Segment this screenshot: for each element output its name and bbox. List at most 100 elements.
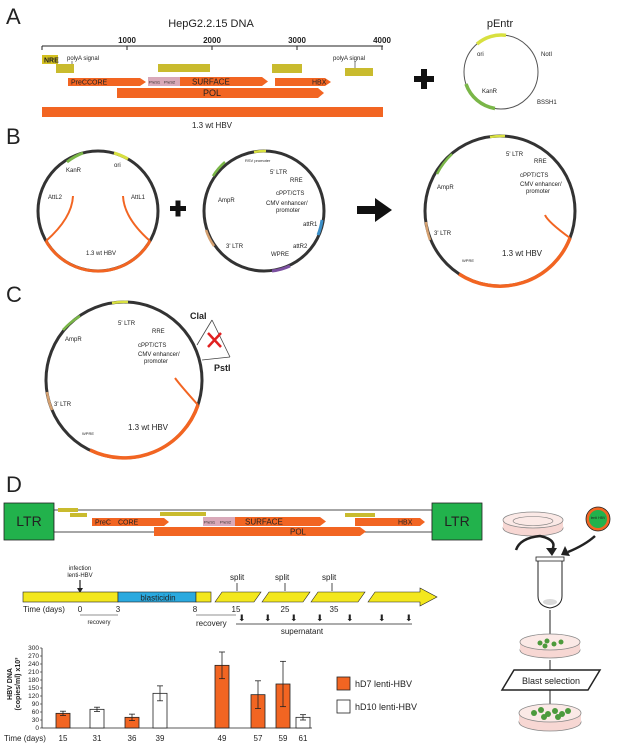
y-tick-label: 210 [28, 669, 39, 676]
curved-arrow-right-icon [567, 535, 596, 554]
prec-label: PreC [71, 80, 87, 87]
svg-text:⬇: ⬇ [346, 613, 354, 623]
b-mid-rre: RRE [290, 178, 303, 184]
curved-arrow-head-1 [546, 548, 557, 556]
d-yellow-2 [70, 513, 87, 517]
b-mid-cppt: cPPT/CTS [276, 191, 304, 197]
pres-box [148, 77, 180, 86]
svg-text:⬇: ⬇ [316, 613, 324, 623]
ltr-right-box [431, 502, 483, 541]
b-mid-rsv: RSV promoter [245, 158, 271, 163]
svg-text:⬇: ⬇ [264, 613, 272, 623]
b-mid-ampr: AmpR [218, 198, 235, 204]
d-hbx-arrow [355, 518, 425, 526]
pres2-label: PreS2 [164, 80, 176, 85]
nre-box [42, 55, 58, 64]
pentr-bssh-label: BSSH1 [537, 100, 557, 106]
chart-ylabel-2: (copies/ml) x10³ [15, 657, 22, 711]
pol-arrow [117, 88, 324, 98]
pentr-plasmid [463, 33, 539, 111]
ruler-tick-1000: 1000 [118, 36, 136, 45]
hbx-arrow [275, 78, 331, 86]
time-0: 0 [78, 605, 83, 614]
blast-selection-box [500, 669, 602, 691]
legend-swatch-hd7 [336, 676, 351, 691]
pentr-kanr-label: KanR [482, 89, 498, 95]
b-left-attl1: AttL1 [131, 195, 146, 201]
pol-label: POL [203, 88, 221, 98]
y-tick-label: 240 [28, 661, 39, 668]
wt-hbv-bar [42, 107, 383, 117]
x-tick-label-31: 31 [93, 734, 102, 743]
y-tick-label: 150 [28, 685, 39, 692]
legend-swatch-hd10 [336, 699, 351, 714]
d-yellow-4 [345, 513, 375, 517]
wt-hbv-label: 1.3 wt HBV [192, 121, 233, 130]
core-arrow [68, 78, 146, 86]
legend-label-hd7: hD7 lenti-HBV [355, 679, 412, 689]
d-prec-label: PreC [95, 520, 111, 527]
panel-letter-d: D [6, 472, 22, 497]
x-tick-label-39: 39 [156, 734, 165, 743]
blasticidin-label: blasticidin [140, 594, 175, 603]
d-yellow-1 [58, 508, 78, 512]
chart-xlabel: Time (days) [4, 734, 46, 743]
b-right-wpre: WPRE [462, 258, 474, 263]
entry-clone-plasmid [36, 149, 160, 273]
d-pol-label: POL [290, 528, 307, 537]
blast-selection-label: Blast selection [522, 676, 580, 686]
yellow-block-2 [158, 64, 210, 72]
svg-text:⬇: ⬇ [378, 613, 386, 623]
supernatant-label: supernatant [281, 627, 324, 636]
pentr-ori-label: ori [477, 52, 484, 58]
d-pres1-label: PreS1 [204, 520, 216, 525]
time-axis-label: Time (days) [23, 605, 65, 614]
b-left-ori: ori [114, 163, 121, 169]
legend-label-hd10: hD10 lenti-HBV [355, 702, 417, 712]
culture-dish-bottom [518, 703, 582, 732]
x-tick-label-59: 59 [279, 734, 288, 743]
y-tick-label: 180 [28, 677, 39, 684]
panel-letter-a: A [6, 4, 21, 29]
c-ampr: AmpR [65, 337, 82, 343]
b-right-cppt: cPPT/CTS [520, 173, 548, 179]
bar-day-31 [89, 708, 105, 729]
panel-letter-b: B [6, 124, 21, 149]
ruler-tick-4000: 4000 [373, 36, 391, 45]
c-wt: 1.3 wt HBV [128, 423, 169, 432]
plus-icon-b [170, 200, 186, 217]
b-mid-attr2: attR2 [293, 244, 308, 250]
lentiviral-expression-plasmid [423, 134, 577, 288]
c-psti-label: PstI [214, 363, 231, 373]
core-label: CORE [87, 80, 108, 87]
ruler-tick-2000: 2000 [203, 36, 221, 45]
time-35: 35 [330, 605, 339, 614]
infection-label: infection [69, 566, 91, 572]
d-surface-label: SURFACE [245, 518, 283, 527]
x-tick-label-15: 15 [59, 734, 68, 743]
y-tick-label: 300 [28, 645, 39, 652]
x-tick-label-57: 57 [254, 734, 263, 743]
hepg2-title: HepG2.2.15 DNA [168, 18, 254, 30]
time-25: 25 [281, 605, 290, 614]
timeline [22, 587, 438, 607]
d-hbx-label: HBX [398, 520, 413, 527]
b-left-wt: 1.3 wt HBV [86, 251, 116, 257]
y-tick-label: 60 [32, 709, 40, 716]
lenti-hbv-badge [585, 506, 611, 532]
y-tick-label: 270 [28, 653, 39, 660]
infection-label-2: lenti-HBV [67, 573, 92, 579]
polya-left-label: polyA signal [67, 56, 99, 62]
b-right-wt: 1.3 wt HBV [502, 249, 543, 258]
destination-plasmid [202, 149, 326, 273]
b-mid-wpre: WPRE [271, 252, 289, 258]
supernatant-arrows: ⬇ ⬇ ⬇ ⬇ ⬇ ⬇ ⬇ [236, 613, 413, 625]
time-15: 15 [232, 605, 241, 614]
d-pol-arrow [154, 527, 366, 536]
c-cmv1: CMV enhancer/ [138, 352, 180, 358]
plus-icon [414, 69, 434, 89]
split-label-3: split [322, 573, 337, 582]
surface-label: SURFACE [192, 78, 230, 87]
b-mid-cmv2: promoter [276, 208, 300, 214]
